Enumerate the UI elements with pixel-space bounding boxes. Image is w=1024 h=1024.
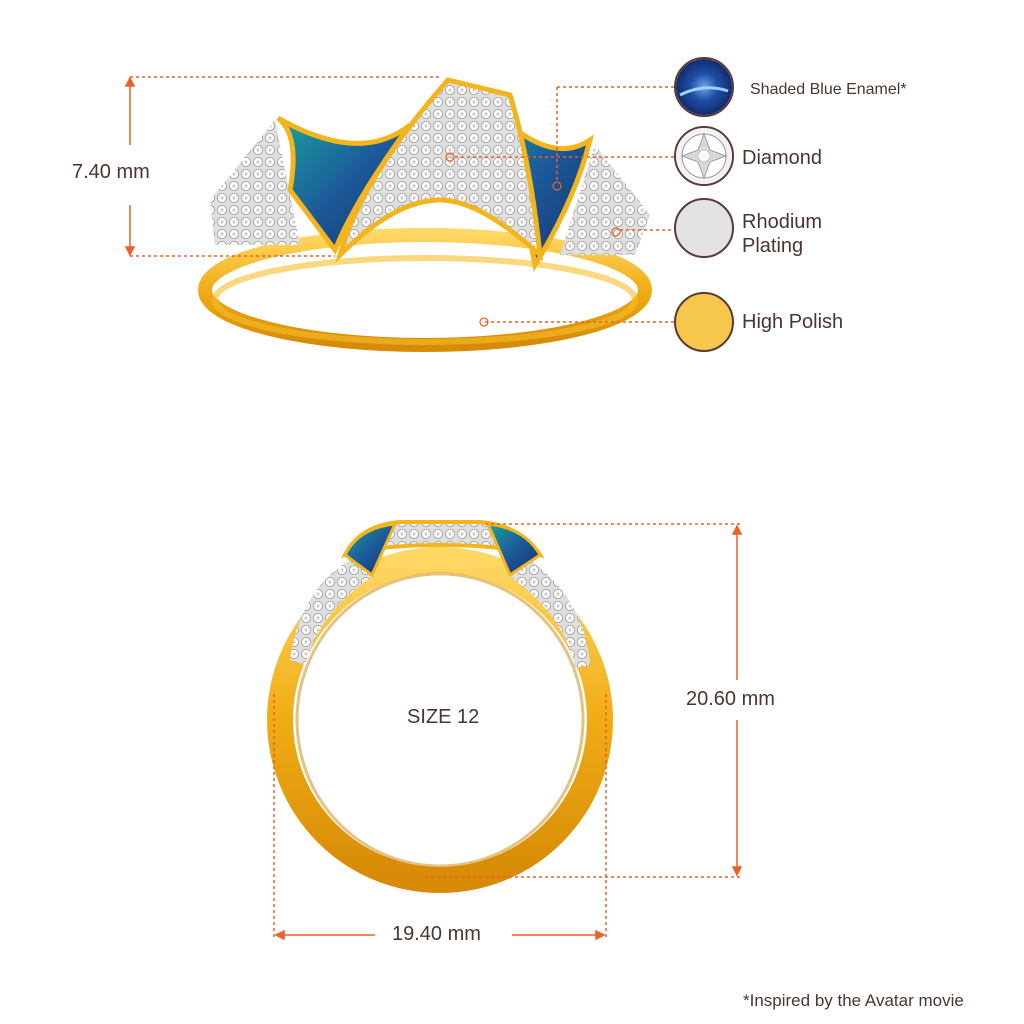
ring-side-view	[198, 77, 652, 352]
legend-label-rhodium: Rhodium Plating	[742, 211, 823, 257]
footnote: *Inspired by the Avatar movie	[743, 991, 964, 1010]
rhodium-swatch	[674, 198, 734, 258]
legend-label-enamel: Shaded Blue Enamel*	[750, 81, 907, 98]
gold-swatch	[674, 292, 734, 352]
width-front-dimension: 19.40 mm	[392, 923, 481, 945]
dimension-lines	[124, 76, 743, 941]
blue-enamel-swatch	[674, 57, 734, 117]
legend-label-polish: High Polish	[742, 311, 844, 333]
diamond-swatch	[674, 126, 734, 186]
ring-size-label: SIZE 12	[407, 706, 480, 728]
height-front-dimension: 20.60 mm	[686, 688, 775, 710]
ring-front-view	[267, 520, 613, 893]
legend-label-diamond: Diamond	[742, 147, 823, 169]
height-side-dimension: 7.40 mm	[72, 161, 150, 183]
